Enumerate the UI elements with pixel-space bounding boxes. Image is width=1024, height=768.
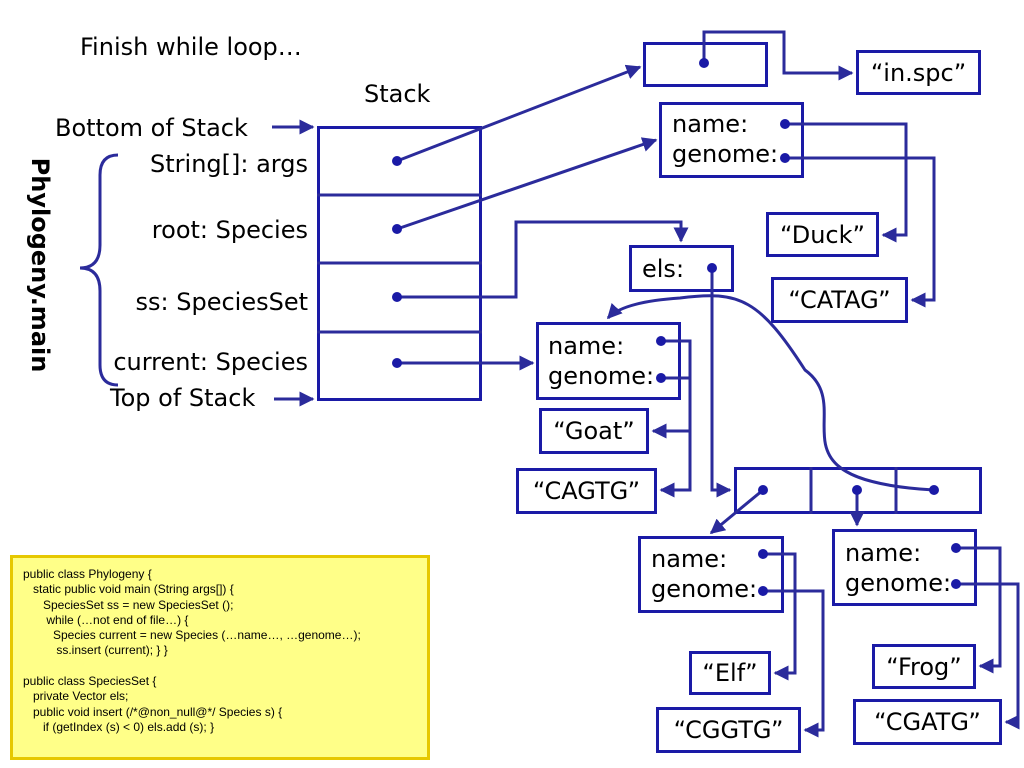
args-element-dot: [699, 58, 709, 68]
args-element-pointer: [702, 30, 854, 81]
root-dot: [392, 224, 402, 234]
root-name-pointer: [785, 122, 908, 243]
frog-name-pointer: [956, 546, 1002, 674]
code-line: public class Phylogeny {: [23, 567, 152, 581]
frame-label-args: String[]: args: [150, 150, 308, 178]
current-species-box: [536, 322, 681, 400]
code-line: private Vector els;: [23, 689, 129, 704]
code-line: ss.insert (current); } }: [23, 643, 168, 658]
current-name-dot: [656, 336, 666, 346]
frog-species-box: [832, 529, 977, 606]
bottom-of-stack-label: Bottom of Stack: [55, 114, 248, 142]
root-genome-pointer: [785, 156, 936, 308]
elf-name-dot: [758, 549, 768, 559]
frog-genome-pointer: [956, 582, 1020, 730]
elf-genome-pointer: [763, 589, 825, 738]
frame-label-ss: ss: SpeciesSet: [135, 288, 309, 316]
current-name-pointer: [651, 339, 692, 439]
ss-pointer: [397, 220, 689, 299]
cgatg-string-box: “CGATG”: [853, 699, 1002, 745]
code-line: Species current = new Species (…name…, ……: [23, 628, 361, 643]
elf-species-box: [638, 536, 784, 613]
vector-element0-pointer: [709, 488, 764, 535]
vector-element2-dot: [929, 485, 939, 495]
current-species-fields: name: genome:: [548, 332, 655, 390]
frog-name-dot: [951, 543, 961, 553]
catag-string-box: “CATAG”: [771, 277, 908, 323]
cagtg-string-box: “CAGTG”: [516, 468, 657, 514]
args-string-box: “in.spc”: [856, 50, 981, 95]
args-pointer: [396, 64, 642, 163]
root-pointer: [396, 137, 658, 231]
vector-element2-pointer: [606, 294, 935, 492]
elf-species-fields: name: genome:: [651, 545, 758, 603]
current-dot: [392, 358, 402, 368]
frog-species-fields: name: genome:: [845, 539, 952, 597]
frame-label-current: current: Species: [113, 348, 308, 376]
code-snippet-panel: public class Phylogeny { static public v…: [10, 555, 430, 760]
frog-string-box: “Frog”: [872, 644, 976, 689]
elf-genome-dot: [758, 586, 768, 596]
cggtg-string-box: “CGGTG”: [656, 707, 801, 753]
elf-string-box: “Elf”: [689, 651, 771, 695]
ss-dot: [392, 292, 402, 302]
frame-label-root: root: Species: [151, 216, 308, 244]
speciesset-field: els:: [642, 255, 685, 283]
args-dot: [392, 156, 402, 166]
els-pointer: [710, 268, 732, 498]
code-line: while (…not end of file…) {: [23, 612, 189, 627]
stack-heading: Stack: [364, 80, 431, 108]
root-genome-dot: [780, 153, 790, 163]
root-species-box: [659, 102, 804, 178]
top-of-stack-label: Top of Stack: [110, 384, 256, 412]
frame-brace: [79, 153, 119, 387]
elf-name-pointer: [763, 552, 797, 681]
slide-title: Finish while loop…: [80, 33, 302, 61]
vector-element0-dot: [758, 485, 768, 495]
current-genome-pointer: [659, 376, 692, 498]
frog-genome-dot: [951, 579, 961, 589]
goat-string-box: “Goat”: [539, 408, 649, 454]
duck-string-box: “Duck”: [766, 212, 879, 257]
code-line: public void insert (/*@non_null@*/ Speci…: [23, 704, 283, 719]
code-line: public class SpeciesSet {: [23, 674, 157, 689]
current-genome-dot: [656, 373, 666, 383]
code-line: if (getIndex (s) < 0) els.add (s); }: [23, 719, 215, 734]
vector-element1-dot: [852, 485, 862, 495]
code-line: SpeciesSet ss = new SpeciesSet ();: [23, 597, 234, 612]
root-name-dot: [780, 119, 790, 129]
root-species-fields: name: genome:: [672, 110, 779, 168]
code-line: static public void main (String args[]) …: [23, 582, 234, 597]
els-dot: [707, 263, 717, 273]
speciesset-box: [629, 245, 734, 292]
